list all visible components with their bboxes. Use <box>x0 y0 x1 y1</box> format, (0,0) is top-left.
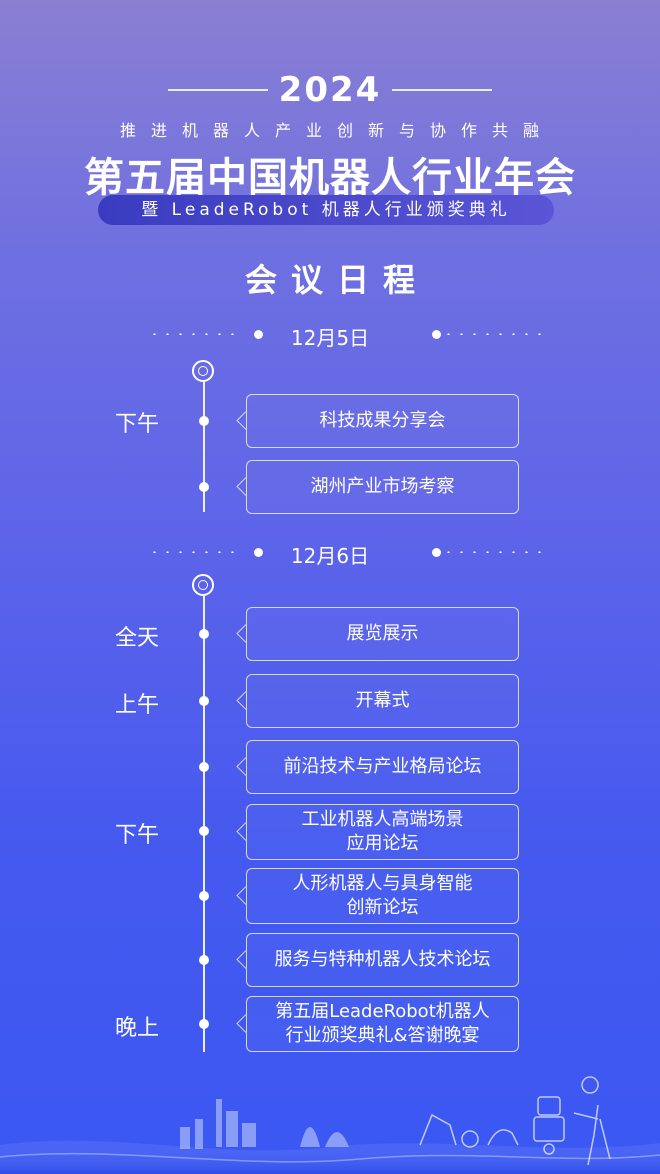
event-box: 展览展示 <box>236 607 519 661</box>
year-left-line <box>168 89 268 91</box>
timeline-dot <box>199 416 209 426</box>
event-box-notch <box>236 757 255 776</box>
period-label-evening: 晚上 <box>114 1016 159 1041</box>
date-label-day2: 12月6日 <box>290 544 370 568</box>
event-box: 服务与特种机器人技术论坛 <box>236 933 519 987</box>
event-box: 湖州产业市场考察 <box>236 460 519 514</box>
event-text: 工业机器人高端场景 应用论坛 <box>301 809 464 854</box>
event-box-notch <box>236 950 255 969</box>
agenda-title: 会议日程 <box>244 261 429 299</box>
event-box: 开幕式 <box>236 674 519 728</box>
year-right-line <box>392 89 492 91</box>
year-heading: 2024 <box>278 70 382 110</box>
event-box-notch <box>236 886 255 905</box>
timeline-line-day1 <box>203 382 205 512</box>
date-dot-right <box>432 330 441 339</box>
date-row-day2: 12月6日 <box>0 540 660 568</box>
date-dots-left <box>148 551 243 553</box>
event-box-notch <box>236 477 255 496</box>
date-dots-right <box>442 333 550 335</box>
period-label-morning: 上午 <box>114 693 159 718</box>
timeline-dot <box>199 762 209 772</box>
footer-skyline-illustration <box>0 1076 660 1174</box>
date-dot-left <box>254 330 263 339</box>
timeline-dot <box>199 482 209 492</box>
event-box-notch <box>236 1014 255 1033</box>
event-box: 第五届LeadeRobot机器人 行业颁奖典礼&答谢晚宴 <box>236 996 519 1052</box>
timeline-dot <box>199 696 209 706</box>
period-label-afternoon: 下午 <box>114 412 159 437</box>
main-title: 第五届中国机器人行业年会 <box>84 155 576 201</box>
event-text: 科技成果分享会 <box>319 410 446 431</box>
event-text: 开幕式 <box>355 690 410 711</box>
timeline-dot <box>199 955 209 965</box>
timeline-dot <box>199 891 209 901</box>
date-dots-right <box>442 551 550 553</box>
event-box-notch <box>236 411 255 430</box>
event-box: 工业机器人高端场景 应用论坛 <box>236 804 519 860</box>
event-box: 科技成果分享会 <box>236 394 519 448</box>
date-dot-right <box>432 548 441 557</box>
event-box-notch <box>236 624 255 643</box>
event-text: 前沿技术与产业格局论坛 <box>283 756 482 777</box>
event-box-notch <box>236 822 255 841</box>
date-row-day1: 12月5日 <box>0 322 660 350</box>
event-text: 第五届LeadeRobot机器人 行业颁奖典礼&答谢晚宴 <box>275 1001 490 1046</box>
period-label-afternoon: 下午 <box>114 823 159 848</box>
event-text: 展览展示 <box>346 623 419 644</box>
event-text: 服务与特种机器人技术论坛 <box>274 949 491 970</box>
event-text: 湖州产业市场考察 <box>310 476 455 497</box>
date-dot-left <box>254 548 263 557</box>
timeline-start-ring-icon <box>192 360 214 382</box>
event-box-notch <box>236 691 255 710</box>
slogan: 推进机器人产业创新与协作共融 <box>119 121 554 140</box>
event-box: 人形机器人与具身智能 创新论坛 <box>236 868 519 924</box>
timeline-dot <box>199 826 209 836</box>
subtitle-text: 暨 LeadeRobot 机器人行业颁奖典礼 <box>141 200 511 220</box>
timeline-line-day2 <box>203 596 205 1052</box>
subtitle-banner: 暨 LeadeRobot 机器人行业颁奖典礼 <box>98 195 554 225</box>
date-dots-left <box>148 333 243 335</box>
event-box: 前沿技术与产业格局论坛 <box>236 740 519 794</box>
timeline-dot <box>199 1019 209 1029</box>
period-label-all-day: 全天 <box>114 626 159 651</box>
timeline-start-ring-icon <box>192 574 214 596</box>
timeline-dot <box>199 629 209 639</box>
event-text: 人形机器人与具身智能 创新论坛 <box>292 873 473 918</box>
date-label-day1: 12月5日 <box>290 326 370 350</box>
